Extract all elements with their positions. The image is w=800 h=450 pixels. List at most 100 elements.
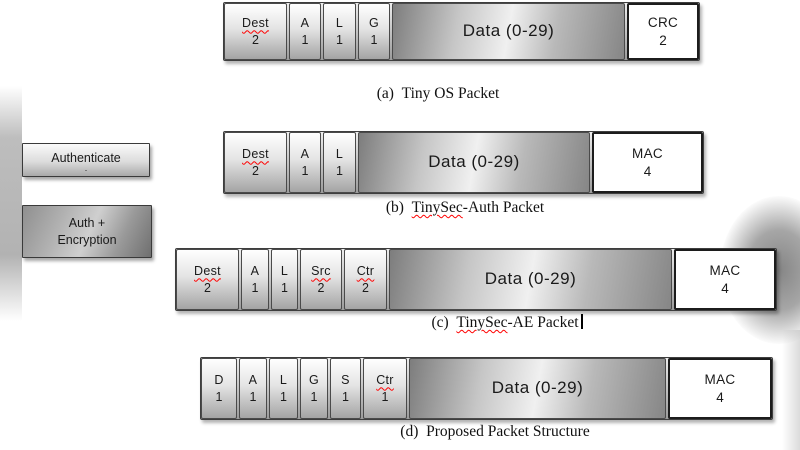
field-tiny-os-data-0-29[interactable]: Data (0-29) (392, 3, 625, 60)
field-size: 2 (317, 280, 325, 295)
caption-tiny-os[interactable]: (a) Tiny OS Packet (278, 85, 598, 103)
field-label: CRC (647, 14, 679, 30)
background-left-gradient (0, 86, 22, 321)
legend-authenticate-dot: . (84, 163, 88, 174)
field-label: A (250, 264, 260, 279)
field-size: 1 (215, 389, 223, 404)
caption-index: (a) (376, 85, 402, 102)
field-label: A (300, 147, 310, 162)
field-size: 2 (204, 280, 211, 295)
field-size: 2 (252, 32, 259, 47)
legend-auth-encryption-box[interactable]: Auth + Encryption (22, 205, 152, 258)
legend-authenticate-label: Authenticate (51, 150, 121, 165)
field-size: 4 (721, 280, 729, 296)
field-size: 2 (659, 32, 667, 48)
field-label: Data (0-29) (428, 152, 520, 172)
field-tiny-os-crc[interactable]: CRC 2 (627, 3, 699, 60)
field-size: 1 (342, 389, 349, 404)
field-size: 4 (716, 389, 724, 405)
field-tinysec-ae-mac[interactable]: MAC 4 (674, 249, 776, 310)
field-size: 1 (301, 32, 309, 47)
field-size: 1 (370, 32, 378, 47)
field-size: 1 (249, 389, 257, 404)
field-size: 1 (310, 389, 318, 404)
caption-text: Tiny OS Packet (401, 85, 500, 102)
field-label: G (368, 16, 380, 31)
caption-index: (b) (385, 199, 412, 216)
field-size: 1 (281, 280, 288, 295)
caption-index: (c) (431, 314, 457, 331)
field-label: D (214, 373, 224, 388)
field-label: Ctr (376, 373, 394, 388)
field-label: A (300, 16, 310, 31)
field-label: Ctr (356, 264, 375, 279)
legend-authenticate-box[interactable]: Authenticate . (22, 143, 150, 177)
field-label: Dest (242, 16, 269, 31)
field-size: 1 (301, 163, 309, 178)
field-label: L (279, 373, 288, 388)
field-size: 1 (381, 389, 389, 404)
field-label: Data (0-29) (462, 21, 555, 41)
field-label: L (335, 16, 344, 31)
field-size: 1 (280, 389, 287, 404)
text-cursor (580, 314, 583, 329)
field-label: MAC (704, 371, 736, 387)
caption-proposed[interactable]: (d) Proposed Packet Structure (335, 423, 655, 441)
caption-text: Proposed Packet Structure (426, 423, 590, 440)
field-label: Data (0-29) (491, 378, 584, 398)
field-label: A (248, 373, 258, 388)
caption-flagged-word: TinySec (411, 199, 463, 216)
caption-text: -AE Packet (507, 314, 579, 331)
background-right-edge-gradient (782, 330, 800, 450)
field-proposed-data-0-29[interactable]: Data (0-29) (409, 358, 666, 419)
field-proposed-mac[interactable]: MAC 4 (668, 358, 772, 419)
legend-auth-encryption-line1: Auth + (68, 215, 106, 230)
field-size: 4 (643, 163, 652, 179)
field-label: L (280, 264, 289, 279)
field-size: 2 (252, 163, 259, 178)
field-size: 2 (362, 280, 369, 295)
field-label: S (341, 373, 350, 388)
field-tinysec-ae-data-0-29[interactable]: Data (0-29) (389, 249, 672, 310)
field-tinysec-auth-mac[interactable]: MAC 4 (592, 132, 703, 193)
field-label: Data (0-29) (484, 269, 577, 289)
field-label: G (308, 373, 320, 388)
field-label: Dest (194, 264, 221, 279)
caption-tinysec-ae[interactable]: (c) TinySec-AE Packet (347, 314, 667, 332)
caption-index: (d) (400, 423, 427, 440)
field-label: MAC (709, 262, 741, 278)
caption-text: -Auth Packet (462, 199, 545, 216)
field-size: 1 (251, 280, 259, 295)
field-label: MAC (632, 145, 663, 161)
field-label: Src (311, 264, 331, 279)
field-size: 1 (336, 163, 343, 178)
caption-tinysec-auth[interactable]: (b) TinySec-Auth Packet (305, 199, 625, 217)
field-size: 1 (336, 32, 343, 47)
field-tinysec-auth-data-0-29[interactable]: Data (0-29) (358, 132, 590, 193)
legend-auth-encryption-line2: Encryption (57, 232, 117, 247)
caption-flagged-word: TinySec (456, 314, 508, 331)
